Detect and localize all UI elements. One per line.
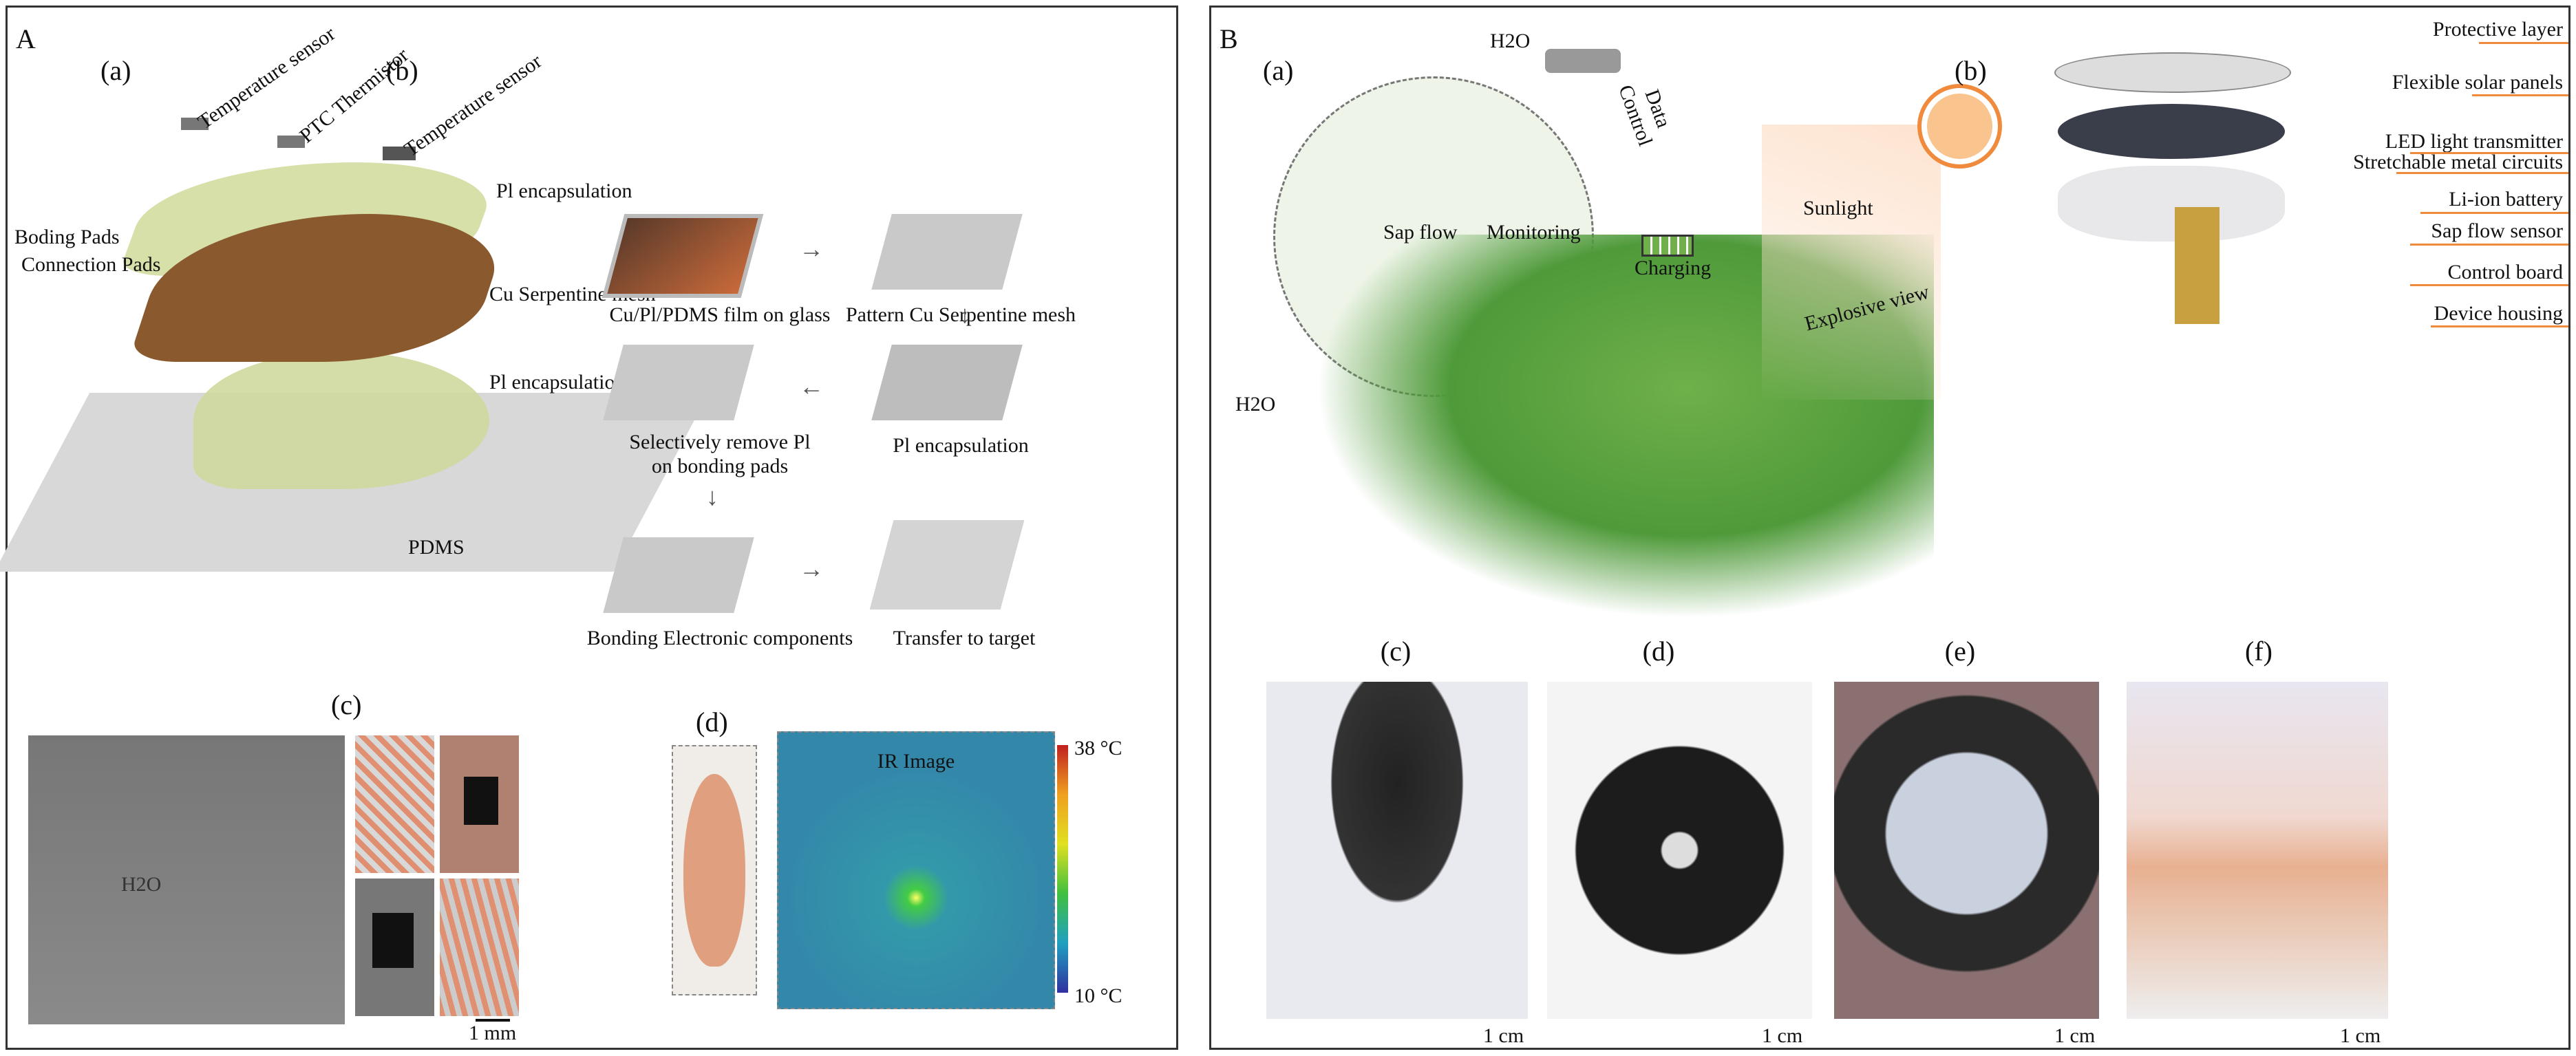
scale-bar (476, 1019, 510, 1022)
part-label: Control board (2447, 261, 2563, 283)
micro-photo (355, 735, 434, 873)
device-housing (2058, 166, 2285, 241)
scale-label: 1 cm (1483, 1024, 1524, 1047)
photo-solar-flower (1547, 682, 1812, 1019)
photo-label: (d) (1642, 636, 1675, 667)
panel-b-label: B (1220, 23, 1238, 54)
sunlight-label: Sunlight (1803, 197, 1873, 219)
arrow-down-icon: ↓ (959, 301, 971, 328)
leader-line (2410, 284, 2568, 286)
ir-image-label: IR Image (877, 750, 955, 773)
solar-panels (2058, 104, 2285, 159)
process-step: Bonding Electronic components (586, 627, 853, 649)
process-step: Pl encapsulation (893, 434, 1029, 457)
subpanel-d-label: (d) (696, 707, 728, 737)
pad-label: Boding Pads (14, 226, 120, 248)
photo-circuit-closeup (1834, 682, 2099, 1019)
photo-leaf-sensor (672, 745, 757, 995)
colorbar (1057, 745, 1068, 993)
part-label: LED light transmitter (2385, 130, 2563, 153)
part-label: Device housing (2434, 302, 2563, 325)
control-board (2175, 207, 2220, 324)
subpanel-b-label: (b) (1955, 55, 1987, 86)
photo-device-on-tube: H2O (28, 735, 345, 1024)
sun-icon (1927, 94, 1992, 159)
temperature-sensor-chip (383, 147, 416, 160)
photo-label: (e) (1944, 636, 1976, 667)
scale-label: 1 cm (1762, 1024, 1803, 1047)
charging-label: Charging (1635, 257, 1712, 279)
process-step: Transfer to target (893, 627, 1036, 649)
photo-device-on-stem (1266, 682, 1528, 1019)
micro-photo (355, 879, 434, 1016)
leader-line (2420, 212, 2568, 214)
arrow-down-icon: ↓ (706, 483, 718, 510)
leader-line (2472, 94, 2568, 96)
substrate-label: PDMS (408, 536, 465, 559)
panel-b: B (a) H2O Data Control Sunlight Sap flow… (1209, 6, 2570, 1050)
process-step: on bonding pads (651, 455, 789, 477)
colorbar-min: 10 °C (1074, 984, 1122, 1007)
monitoring-label: Monitoring (1487, 221, 1581, 244)
layer-label: Pl encapsulation (496, 180, 632, 202)
pi-layer-bottom (193, 352, 489, 489)
ir-image: IR Image (777, 731, 1055, 1009)
subpanel-a-label: (a) (1263, 55, 1294, 86)
photo-sensor-strip (2127, 682, 2388, 1019)
part-label: Flexible solar panels (2392, 71, 2563, 94)
leader-line (2479, 42, 2568, 44)
part-label: Li-ion battery (2449, 188, 2563, 211)
step-transfer-image (869, 520, 1025, 610)
colorbar-max: 38 °C (1074, 737, 1122, 759)
battery-charging-icon (1641, 235, 1694, 257)
layer-label: Pl encapsulation (489, 371, 626, 394)
process-step: Cu/Pl/PDMS film on glass (609, 303, 831, 326)
protective-layer (2054, 52, 2291, 93)
drone-icon (1545, 49, 1621, 73)
h2o-bottom-label: H2O (1235, 393, 1276, 416)
part-label: Sap flow sensor (2431, 219, 2563, 242)
pad-label: Connection Pads (21, 253, 161, 276)
component-label: Temperature sensor (400, 50, 546, 162)
scale-label: 1 mm (469, 1022, 517, 1044)
step-pi-image (871, 345, 1023, 420)
micro-photo (440, 879, 519, 1016)
arrow-right-icon: → (799, 555, 824, 583)
panel-a: A (a) Temperature sensor PTC Thermistor … (0, 6, 1178, 1050)
leader-line (2410, 244, 2568, 246)
arrow-left-icon: ← (799, 373, 824, 400)
part-label: Protective layer (2432, 18, 2563, 41)
subpanel-a-label: (a) (100, 55, 131, 86)
step-remove-image (603, 345, 754, 420)
sunlight-beam (1762, 125, 1941, 400)
photo-text: H2O (121, 873, 162, 896)
leader-line (2396, 172, 2568, 174)
photo-label: (f) (2245, 636, 2272, 667)
h2o-top-label: H2O (1490, 30, 1531, 52)
step-pattern-image (871, 214, 1023, 290)
leader-line (2410, 152, 2568, 154)
part-label: Stretchable metal circuits (2353, 151, 2563, 173)
leader-line (2431, 325, 2568, 327)
subpanel-c-label: (c) (331, 689, 362, 720)
arrow-right-icon: → (799, 235, 824, 263)
step-film-image (602, 214, 764, 298)
process-step: Pattern Cu Serpentine mesh (845, 303, 1076, 326)
sap-flow-label: Sap flow (1383, 221, 1458, 244)
step-bond-image (603, 537, 754, 613)
scale-label: 1 cm (2340, 1024, 2381, 1047)
subpanel-b-label: (b) (386, 55, 418, 86)
panel-a-label: A (16, 23, 36, 54)
scale-label: 1 cm (2054, 1024, 2096, 1047)
micro-photo (440, 735, 519, 873)
process-step: Selectively remove Pl (629, 431, 811, 453)
temperature-sensor-chip (181, 118, 209, 130)
ptc-thermistor-chip (277, 136, 305, 148)
photo-label: (c) (1380, 636, 1412, 667)
